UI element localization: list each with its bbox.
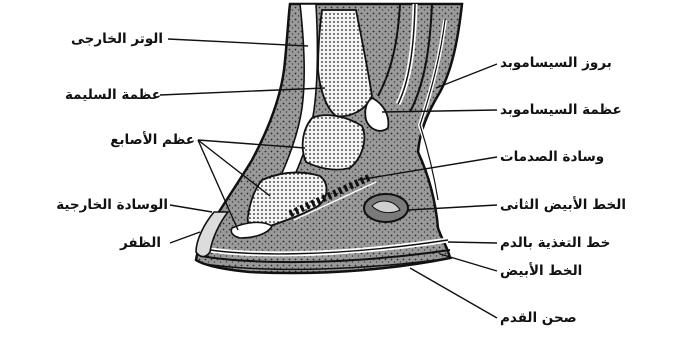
label-sesamoid-bone: عظمة السيساموبد [500, 102, 622, 118]
label-blood-supply-line: خط التغذية بالدم [500, 235, 610, 251]
label-sesamoid-prominence: بروز السيساموبد [500, 55, 612, 71]
frog-cushion [364, 194, 408, 222]
label-white-line: الخط الأبيض [500, 263, 582, 279]
label-second-white-line: الخط الأبيض الثانى [500, 197, 626, 213]
label-outer-cushion: الوسادة الخارجية [56, 197, 168, 213]
label-shock-cushion: وسادة الصدمات [500, 149, 604, 165]
label-long-pastern-bone: عظمة السليمة [65, 87, 161, 103]
label-hoof-nail: الظفر [120, 235, 161, 251]
label-sole: صحن القدم [500, 310, 577, 326]
label-lateral-extensor-tendon: الوتر الخارجى [71, 31, 163, 47]
label-phalanges: عظم الأصابع [110, 132, 195, 148]
short-pastern-bone [303, 115, 365, 169]
